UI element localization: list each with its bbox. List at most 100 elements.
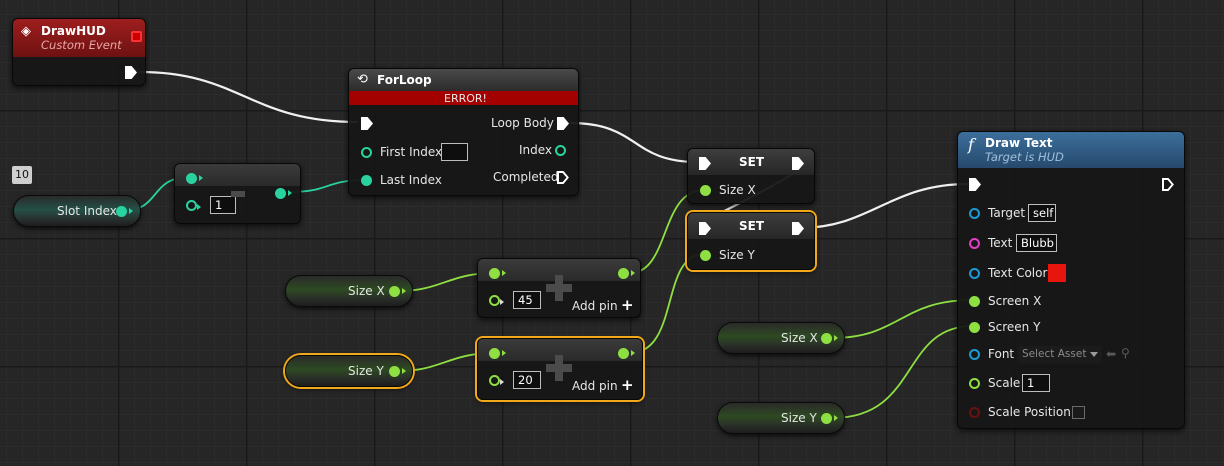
set-size-x-label: Size X: [719, 183, 756, 197]
slot-index-out-pin[interactable]: [116, 206, 133, 217]
set-size-y-exec-in-pin[interactable]: [699, 222, 711, 235]
font-pin[interactable]: [969, 349, 980, 360]
text-color-pin[interactable]: [969, 268, 980, 279]
scale-position-pin[interactable]: [969, 407, 980, 418]
screen-y-pin[interactable]: [969, 322, 980, 333]
set-size-x-exec-out-pin[interactable]: [792, 157, 804, 170]
draw-text-exec-in-pin[interactable]: [969, 178, 981, 191]
float-add-y-b-input[interactable]: 20: [513, 371, 541, 389]
draw-text-title: Draw Text: [985, 136, 1053, 150]
int-add-in-b-pin[interactable]: [186, 200, 201, 211]
slot-index-label: Slot Index: [57, 204, 117, 218]
int-add-node[interactable]: 1: [174, 163, 301, 224]
float-add-y-out-pin[interactable]: [618, 348, 635, 359]
text-pin[interactable]: [969, 238, 980, 249]
int-add-b-input[interactable]: 1: [210, 196, 236, 214]
first-index-pin[interactable]: [361, 147, 372, 158]
scale-pin[interactable]: [969, 378, 980, 389]
index-label: Index: [519, 143, 553, 157]
add-operator-icon: [546, 355, 572, 381]
float-wire: [831, 325, 974, 419]
set-size-x-title: SET: [739, 155, 765, 169]
scale-position-checkbox[interactable]: [1072, 406, 1085, 419]
float-add-y-in-a-pin[interactable]: [489, 348, 506, 359]
size-x-getter[interactable]: Size X: [717, 322, 845, 354]
set-size-y-node[interactable]: SET Size Y: [687, 212, 815, 270]
draw-text-exec-out-pin[interactable]: [1162, 178, 1174, 191]
float-add-x-header: [478, 259, 640, 281]
draw-text-node[interactable]: f Draw Text Target is HUD Target self Te…: [957, 131, 1185, 429]
loop-body-label: Loop Body: [491, 116, 554, 130]
draw-text-header: [958, 132, 1184, 168]
forloop-exec-in-pin[interactable]: [361, 117, 373, 130]
scale-position-label: Scale Position: [988, 405, 1071, 419]
add-pin-plus-icon[interactable]: +: [621, 296, 634, 314]
set-size-y-label: Size Y: [719, 248, 755, 262]
drawhud-event-node[interactable]: ◈ DrawHUD Custom Event: [12, 18, 146, 86]
use-selected-asset-icon[interactable]: ⬅: [1106, 347, 1117, 361]
set-size-x-value-pin[interactable]: [700, 185, 711, 196]
scale-label: Scale: [988, 376, 1021, 390]
index-out-pin[interactable]: [555, 145, 566, 156]
float-add-x-out-pin[interactable]: [618, 268, 635, 279]
float-add-x-b-input[interactable]: 45: [513, 291, 541, 309]
function-icon: f: [968, 135, 974, 154]
add-pin-plus-icon[interactable]: +: [621, 376, 634, 394]
exec-wire: [139, 70, 359, 124]
size-y-getter-out-pin[interactable]: [821, 413, 838, 424]
size-x-getter-out-pin[interactable]: [821, 333, 838, 344]
int-add-in-a-pin[interactable]: [186, 173, 203, 184]
size-y-getter[interactable]: Size Y: [717, 402, 845, 434]
float-add-x-in-a-pin[interactable]: [489, 268, 506, 279]
target-input[interactable]: self: [1028, 204, 1056, 222]
float-add-y-header: [478, 339, 642, 361]
drawhud-title: DrawHUD: [41, 24, 106, 38]
forloop-node[interactable]: ⟲ ForLoop ERROR! First Index Last Index …: [348, 68, 579, 196]
float-add-y-add-pin-label[interactable]: Add pin: [572, 379, 618, 393]
int-add-header: [175, 164, 300, 186]
target-pin[interactable]: [969, 208, 980, 219]
size-y-getter[interactable]: Size Y: [285, 355, 413, 387]
scale-input[interactable]: 1: [1022, 374, 1050, 392]
chevron-down-icon: [1090, 352, 1098, 357]
text-color-swatch[interactable]: [1048, 264, 1066, 282]
float-add-x-node[interactable]: 45 Add pin +: [477, 258, 641, 318]
set-size-y-title: SET: [739, 219, 765, 233]
font-asset-dropdown[interactable]: Select Asset: [1018, 346, 1102, 363]
screen-x-label: Screen X: [988, 294, 1042, 308]
last-index-pin[interactable]: [361, 175, 372, 186]
target-label: Target: [988, 206, 1026, 220]
float-add-y-node[interactable]: 20 Add pin +: [477, 338, 643, 400]
drawhud-subtitle: Custom Event: [41, 38, 122, 52]
size-x-getter[interactable]: Size X: [285, 275, 413, 307]
set-size-y-value-pin[interactable]: [700, 250, 711, 261]
delegate-pin[interactable]: [131, 31, 142, 42]
int-add-out-pin[interactable]: [275, 188, 292, 199]
size-x-getter-out-pin[interactable]: [389, 286, 406, 297]
size-y-getter-out-pin[interactable]: [389, 366, 406, 377]
text-input[interactable]: Blubb: [1016, 234, 1057, 252]
completed-exec-pin[interactable]: [557, 171, 569, 184]
slot-index-tooltip: 10: [12, 166, 32, 184]
event-diamond-icon: ◈: [21, 24, 31, 39]
forloop-title: ForLoop: [377, 73, 432, 87]
float-add-x-add-pin-label[interactable]: Add pin: [572, 299, 618, 313]
loop-body-exec-pin[interactable]: [557, 117, 569, 130]
drawhud-exec-out-pin[interactable]: [125, 66, 137, 79]
size-y-getter-label: Size Y: [781, 411, 817, 425]
last-index-label: Last Index: [380, 173, 442, 187]
slot-index-getter[interactable]: Slot Index: [13, 195, 141, 227]
set-size-x-exec-in-pin[interactable]: [699, 157, 711, 170]
exec-wire: [569, 121, 699, 164]
forloop-error-bar: [349, 91, 578, 105]
set-size-x-node[interactable]: SET Size X: [687, 148, 815, 204]
float-add-y-in-b-pin[interactable]: [489, 375, 504, 386]
drawhud-header: [13, 19, 145, 57]
set-size-y-exec-out-pin[interactable]: [792, 222, 804, 235]
loop-icon: ⟲: [357, 72, 368, 87]
first-index-input[interactable]: [441, 143, 468, 161]
screen-x-pin[interactable]: [969, 296, 980, 307]
float-add-x-in-b-pin[interactable]: [489, 295, 504, 306]
browse-asset-icon[interactable]: ⚲: [1121, 346, 1130, 360]
text-color-label: Text Color: [988, 266, 1048, 280]
